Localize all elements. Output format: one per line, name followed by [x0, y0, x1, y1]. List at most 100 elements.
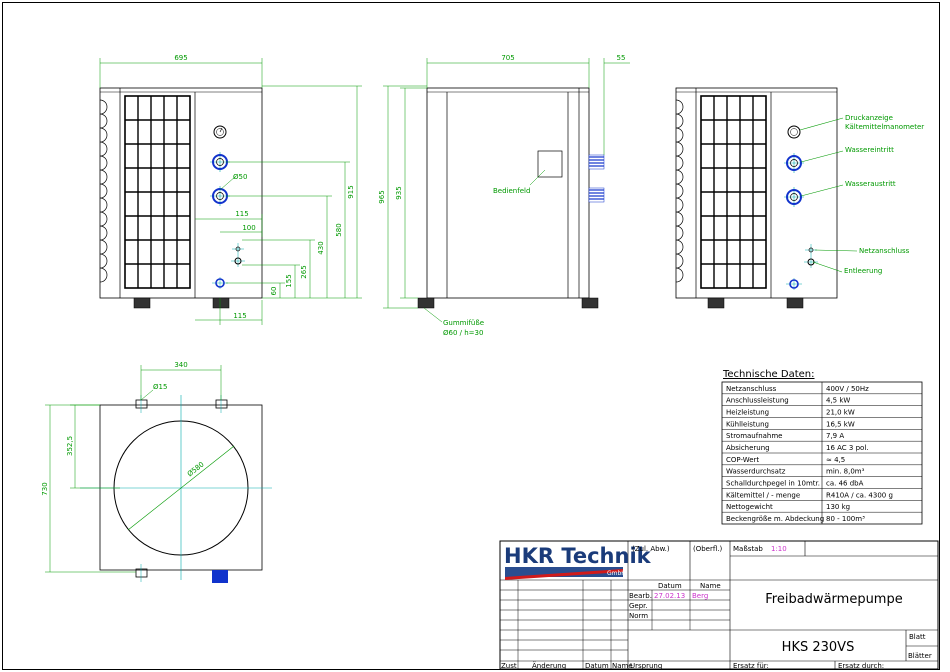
tb-bearb-name: Berg	[692, 592, 708, 600]
tb-ersatz-durch: Ersatz durch:	[838, 662, 884, 670]
front-view: 695 915 580 430 265 155 60 115 100 115 Ø…	[99, 54, 362, 325]
spec-value: 4,5 kW	[826, 397, 850, 405]
tb-gepr: Gepr.	[629, 602, 648, 610]
dim-front-430: 430	[317, 241, 325, 254]
label-gummifuesse-size: Ø60 / h=30	[443, 329, 483, 337]
tb-oberfl: (Oberfl.)	[693, 545, 723, 553]
tb-blatt: Blatt	[909, 633, 926, 641]
control-panel	[537, 150, 563, 178]
spec-value: 80 - 100m³	[826, 515, 865, 523]
side-foot-left	[417, 297, 435, 309]
dim-top-340: 340	[174, 361, 187, 369]
dim-top-730: 730	[41, 482, 49, 495]
spec-label: Nettogewicht	[726, 503, 773, 511]
label-kaeltemittelmanometer: Kältemittelmanometer	[845, 123, 924, 131]
spec-label: Kältemittel / - menge	[726, 491, 800, 499]
spec-label: Netzanschluss	[726, 385, 777, 393]
dim-side-935: 935	[395, 186, 403, 199]
right-foot-left	[707, 297, 725, 309]
front-foot-right	[212, 297, 230, 309]
dim-front-dia50: Ø50	[233, 173, 247, 181]
spec-value: ≈ 4,5	[826, 456, 845, 464]
dim-front-height-915: 915	[347, 185, 355, 198]
dim-side-ext: 55	[617, 54, 626, 62]
spec-value: 130 kg	[826, 503, 850, 511]
dim-front-100: 100	[242, 224, 255, 232]
dim-side-width: 705	[501, 54, 514, 62]
drawing-number: HKS 230VS	[782, 640, 855, 655]
logo-bar	[505, 567, 623, 577]
right-water-inlet-icon	[784, 153, 804, 173]
logo-red-swoosh	[505, 569, 623, 580]
tb-blaetter: Blätter	[908, 652, 932, 660]
spec-value: ca. 46 dbA	[826, 480, 864, 488]
dim-top-dia580: Ø580	[186, 460, 206, 478]
dim-front-115b: 115	[233, 312, 246, 320]
dim-front-580: 580	[335, 223, 343, 236]
company-logo: HKR Technik GmbH	[504, 544, 652, 580]
top-water-connection	[212, 570, 228, 583]
right-side-louvres	[675, 99, 684, 283]
spec-label: Wasserdurchsatz	[726, 468, 786, 476]
right-water-outlet-icon	[784, 187, 804, 207]
spec-table-title: Technische Daten:	[722, 369, 815, 380]
dim-front-115a: 115	[235, 210, 248, 218]
right-housing	[675, 87, 838, 299]
logo-text: HKR Technik	[504, 544, 652, 568]
front-drain-port-icon	[212, 277, 228, 289]
spec-value: R410A / ca. 4300 g	[826, 491, 893, 499]
side-view: 705 55 965 935 Bedienfeld Gummifüße Ø60 …	[378, 54, 630, 337]
dim-top-dia15: Ø15	[153, 383, 167, 391]
spec-value: 16 AC 3 pol.	[826, 444, 869, 452]
front-foot-left	[133, 297, 151, 309]
spec-value: 400V / 50Hz	[826, 385, 869, 393]
spec-value: 21,0 kW	[826, 409, 855, 417]
tb-name-header: Name	[700, 582, 721, 590]
label-wasseraustritt: Wasseraustritt	[845, 180, 896, 188]
dim-front-60: 60	[270, 287, 278, 296]
tb-norm: Norm	[629, 612, 648, 620]
front-power-port-icon	[232, 243, 244, 255]
spec-label: Stromaufnahme	[726, 432, 783, 440]
label-bedienfeld: Bedienfeld	[493, 187, 530, 195]
tb-datum-header: Datum	[658, 582, 682, 590]
side-water-connection-lower-icon	[588, 187, 605, 203]
label-wassereintritt: Wassereintritt	[845, 146, 894, 154]
dim-side-965: 965	[378, 190, 386, 203]
label-netzanschluss: Netzanschluss	[859, 247, 910, 255]
spec-label: COP-Wert	[726, 456, 759, 464]
logo-gmbh: GmbH	[607, 570, 626, 577]
dim-top-3525: 352,5	[66, 436, 74, 456]
top-mount-hole-left-icon	[135, 395, 148, 413]
tb-massstab-value: 1:10	[771, 545, 787, 553]
tb-ursprung: Ursprung	[630, 662, 662, 670]
right-view: Druckanzeige Kältemittelmanometer Wasser…	[675, 87, 924, 309]
front-housing	[99, 87, 263, 299]
spec-label: Heizleistung	[726, 409, 769, 417]
top-mount-hole-bottom-icon	[135, 564, 148, 582]
tb-name-footer: Name	[612, 662, 633, 670]
right-small-port-icon	[804, 256, 818, 268]
dim-front-155: 155	[285, 274, 293, 287]
top-view: 340 Ø15 352,5 730 Ø580	[41, 361, 272, 583]
tb-massstab-label: Maßstab	[733, 545, 763, 553]
tb-zul-abw: (Zul. Abw.)	[632, 545, 670, 553]
drawing-title: Freibadwärmepumpe	[765, 592, 902, 607]
spec-label: Schalldurchpegel in 10mtr.	[726, 480, 820, 488]
right-foot-right	[786, 297, 804, 309]
front-gauge-icon	[213, 125, 227, 139]
dim-front-width: 695	[174, 54, 187, 62]
label-gummifuesse: Gummifüße	[443, 319, 484, 327]
top-mount-hole-right-icon	[215, 395, 228, 413]
label-druckanzeige: Druckanzeige	[845, 114, 893, 122]
front-small-port-icon	[231, 255, 245, 267]
spec-label: Beckengröße m. Abdeckung	[726, 515, 824, 523]
dim-front-265: 265	[300, 265, 308, 278]
title-block	[499, 540, 939, 670]
side-water-connection-upper-icon	[588, 154, 605, 170]
tb-ersatz-fuer: Ersatz für:	[733, 662, 769, 670]
right-gauge-icon	[787, 125, 801, 139]
